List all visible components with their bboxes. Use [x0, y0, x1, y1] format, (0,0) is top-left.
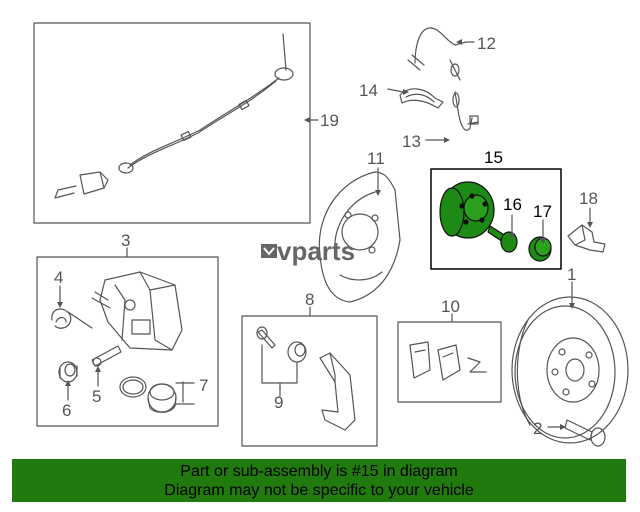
caliper-part-3 [91, 271, 183, 351]
watermark-text: vparts [277, 236, 355, 266]
group-box-15 [430, 168, 562, 270]
hub-assembly-part-15 [439, 181, 495, 239]
bracket-part-14 [399, 88, 444, 109]
brake-pads-part-10 [409, 341, 487, 381]
vparts-watermark: vparts [261, 236, 355, 266]
seal-kit-part-7 [119, 376, 184, 413]
callout-10: 10 [441, 297, 460, 316]
callout-18: 18 [579, 189, 598, 208]
leader-7 [175, 382, 195, 405]
callout-1: 1 [567, 265, 576, 284]
callout-2: 2 [533, 419, 542, 438]
callout-5: 5 [92, 387, 101, 406]
callout-7: 7 [199, 376, 208, 395]
callout-13: 13 [402, 132, 421, 151]
callout-4: 4 [54, 268, 63, 287]
callout-16: 16 [503, 195, 522, 214]
callout-17: 17 [533, 202, 552, 221]
callout-3: 3 [121, 231, 130, 250]
guide-pin-part-9 [256, 326, 307, 397]
spring-clip-part-4 [51, 308, 93, 329]
caliper-bracket-part-8 [319, 352, 356, 431]
callout-12: 12 [477, 34, 496, 53]
rotor-part-1 [511, 296, 629, 444]
hub-bolt-part-16 [487, 225, 518, 253]
sensor-part-18 [567, 224, 606, 253]
callout-14: 14 [359, 81, 378, 100]
hub-cap-part-17 [528, 236, 552, 262]
leader-14 [387, 88, 404, 93]
parts-diagram: vparts 19 12 14 13 11 18 1 2 3 8 10 4 5 … [33, 22, 629, 447]
group-box-10 [397, 321, 502, 403]
dust-shield-part-11 [318, 171, 401, 303]
bolt-part-2 [564, 419, 606, 447]
guide-bushing-part-6 [58, 361, 78, 383]
callout-15: 15 [484, 148, 503, 167]
group-box-19 [33, 22, 311, 224]
callout-19: 19 [320, 111, 339, 130]
callout-9: 9 [274, 393, 283, 412]
callout-8: 8 [305, 290, 314, 309]
bleeder-part-5 [91, 345, 122, 367]
callout-6: 6 [62, 401, 71, 420]
brake-hose-part-12 [407, 27, 467, 81]
brake-line-part-13 [452, 91, 479, 131]
wear-sensor-part-19 [54, 33, 294, 199]
footer-line-1: Part or sub-assembly is #15 in diagram [180, 463, 458, 480]
callout-11: 11 [367, 149, 385, 168]
footer-line-2: Diagram may not be specific to your vehi… [164, 482, 474, 499]
footer-banner: Part or sub-assembly is #15 in diagram D… [12, 459, 626, 502]
